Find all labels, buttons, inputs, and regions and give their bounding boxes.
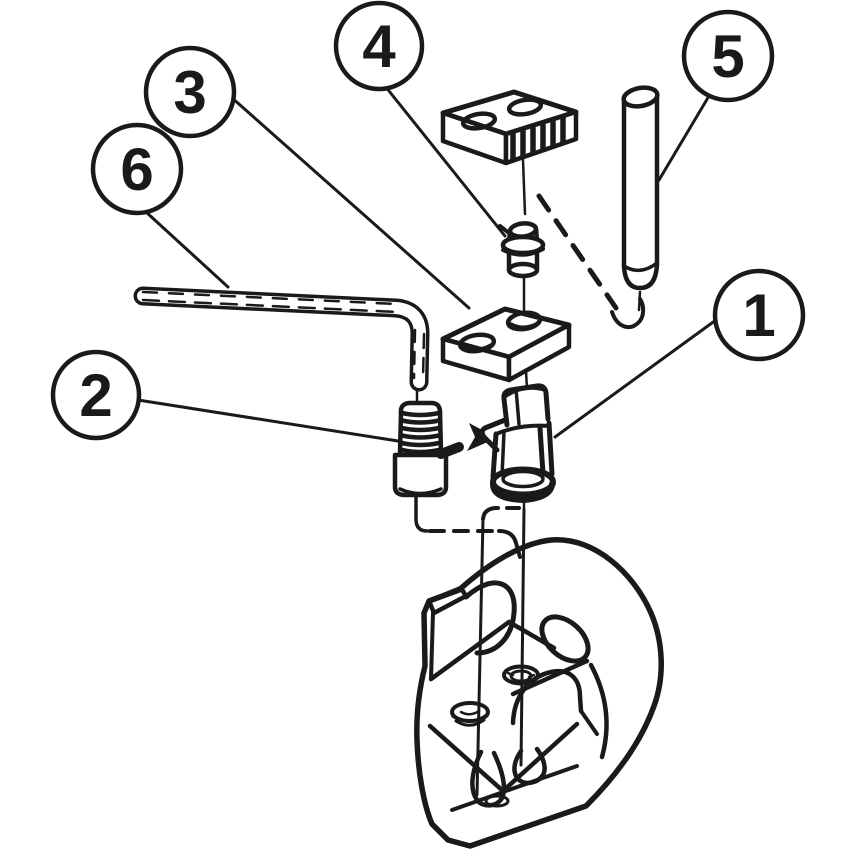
dowel-pin xyxy=(621,85,660,291)
hex-key-shaft xyxy=(137,290,426,388)
leader-lines xyxy=(136,84,718,443)
cartridge-route-corner xyxy=(481,506,497,521)
body-seat-arc xyxy=(463,580,517,656)
callout-circle xyxy=(333,0,425,92)
body-floor-edge-1 xyxy=(427,723,506,794)
cartridge-head-top-arc xyxy=(504,386,547,398)
hex-key-facet-4 xyxy=(421,332,426,380)
callout-circle xyxy=(50,349,142,441)
leader-line-2 xyxy=(136,398,400,443)
callout-circle xyxy=(712,268,806,362)
body-bottom-face-edge xyxy=(450,764,579,812)
plug-lower-cylinder xyxy=(392,452,449,498)
callout-6: 6 xyxy=(90,122,184,216)
pin-bottom-cap xyxy=(621,261,660,291)
body-threaded-hole-lower xyxy=(450,701,490,727)
plate-right-face xyxy=(506,322,572,383)
cutter-body xyxy=(414,537,664,849)
callout-circle xyxy=(681,9,775,103)
body-through-hole xyxy=(539,614,591,664)
serrated-clamp-block xyxy=(440,89,579,166)
plate-hole-right-bore xyxy=(509,321,540,329)
hex-key-facet-2 xyxy=(141,298,399,314)
cartridge-barrel-right xyxy=(546,420,555,477)
body-inner-wall xyxy=(588,662,609,760)
clamp-hole-right xyxy=(506,97,544,117)
body-pocket-edge-1 xyxy=(428,619,512,682)
leader-line-4 xyxy=(383,84,507,238)
callout-number: 2 xyxy=(79,362,112,429)
callout-number: 6 xyxy=(120,136,153,203)
cartridge-flange-top xyxy=(501,469,545,489)
projection-lines xyxy=(414,158,646,797)
callout-number: 5 xyxy=(711,23,744,90)
callout-number: 3 xyxy=(173,59,206,126)
callout-1: 1 xyxy=(712,268,806,362)
clamp-hole-left xyxy=(460,111,498,131)
spring-plug xyxy=(392,400,449,498)
body-chip-pocket-left-foot xyxy=(484,794,510,808)
hex-key-facet-1 xyxy=(141,290,398,306)
shim-plate xyxy=(440,306,572,383)
cartridge-flange-bottom xyxy=(490,481,555,503)
callout-3: 3 xyxy=(143,45,237,139)
plug-bottom-arc xyxy=(398,487,443,496)
body-arch-foot xyxy=(579,709,599,736)
hex-key xyxy=(133,286,430,392)
screw-head-tab xyxy=(498,224,511,235)
screw-flange-underside xyxy=(501,247,545,257)
pin-cap-seam xyxy=(622,261,659,273)
leader-line-5 xyxy=(657,94,711,182)
hex-key-facet-3 xyxy=(412,328,417,380)
body-left-edge xyxy=(429,611,435,681)
plate-hole-left-bore xyxy=(461,343,493,351)
body-outline xyxy=(414,537,664,849)
centerline-clamp-screw xyxy=(521,158,527,216)
screw-shank-bottom xyxy=(506,261,540,279)
body-arch-wall xyxy=(510,668,584,726)
projection-line-left xyxy=(475,517,485,797)
callout-number: 1 xyxy=(742,282,775,349)
plug-threads xyxy=(399,410,442,455)
clamp-screw xyxy=(498,221,546,279)
arrow-tail-dash xyxy=(436,442,464,459)
callout-number: 4 xyxy=(362,13,396,80)
plug-tail-corner xyxy=(414,495,429,533)
cartridge-shoulder xyxy=(494,423,551,436)
leader-line-6 xyxy=(144,210,230,289)
projection-line-right xyxy=(519,507,526,767)
callout-2: 2 xyxy=(50,349,142,441)
plug-top-cap xyxy=(398,400,443,416)
callout-4: 4 xyxy=(333,0,425,92)
callout-5: 5 xyxy=(681,9,775,103)
body-chip-pocket-right xyxy=(512,746,547,786)
clamp-serrations xyxy=(510,115,566,162)
leader-line-1 xyxy=(553,318,718,439)
dashed-pin-path xyxy=(536,193,619,311)
insert-cartridge xyxy=(479,383,556,503)
pin-path-hook xyxy=(610,297,646,329)
plug-route-corner xyxy=(497,529,522,559)
cartridge-barrel-left xyxy=(490,431,499,480)
callout-circle xyxy=(143,45,237,139)
callout-circle xyxy=(90,122,184,216)
pin-top-face xyxy=(621,85,660,109)
leader-line-3 xyxy=(229,95,471,310)
